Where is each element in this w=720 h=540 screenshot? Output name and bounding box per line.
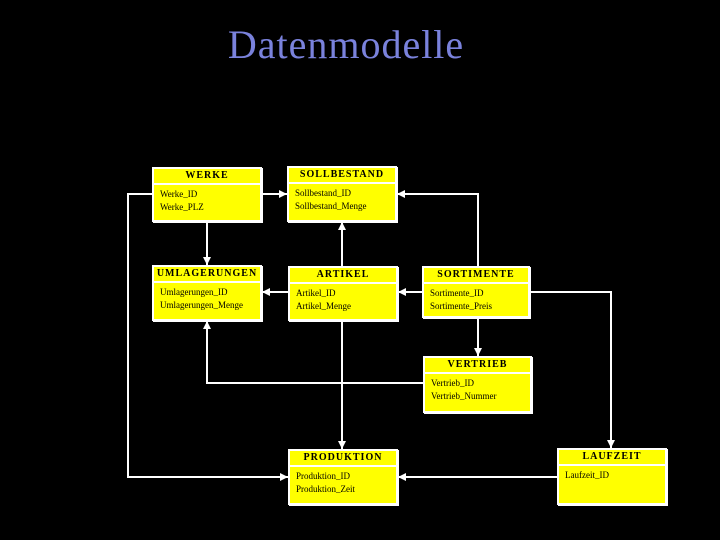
entity-body: Werke_ID Werke_PLZ bbox=[154, 185, 260, 220]
connection-sortimente-vertrieb bbox=[474, 318, 482, 356]
arrowhead-icon bbox=[203, 257, 211, 265]
entity-title: UMLAGERUNGEN bbox=[154, 267, 260, 281]
arrowhead-icon bbox=[398, 473, 406, 481]
entity-field: Sortimente_ID bbox=[430, 288, 484, 298]
entity-laufzeit: LAUFZEIT Laufzeit_ID bbox=[557, 448, 667, 505]
entity-artikel: ARTIKEL Artikel_ID Artikel_Menge bbox=[288, 266, 398, 321]
entity-field: Produktion_Zeit bbox=[296, 484, 355, 494]
connection-sortimente-artikel bbox=[398, 288, 422, 296]
arrowhead-icon bbox=[338, 222, 346, 230]
arrowhead-icon bbox=[338, 441, 346, 449]
connection-artikel-produktion bbox=[338, 321, 346, 449]
arrowhead-icon bbox=[203, 321, 211, 329]
connection-laufzeit-produktion bbox=[398, 473, 557, 481]
entity-field: Sollbestand_ID bbox=[295, 188, 351, 198]
connection-sortimente-laufzeit bbox=[530, 291, 615, 448]
entity-vertrieb: VERTRIEB Vertrieb_ID Vertrieb_Nummer bbox=[423, 356, 532, 413]
entity-field: Artikel_ID bbox=[296, 288, 336, 298]
entity-sollbestand: SOLLBESTAND Sollbestand_ID Sollbestand_Me… bbox=[287, 166, 397, 222]
entity-title: VERTRIEB bbox=[425, 358, 530, 372]
connection-werke-sollbestand bbox=[262, 190, 287, 198]
entity-field: Sollbestand_Menge bbox=[295, 201, 367, 211]
entity-field: Artikel_Menge bbox=[296, 301, 351, 311]
entity-title: SORTIMENTE bbox=[424, 268, 528, 282]
entity-body: Artikel_ID Artikel_Menge bbox=[290, 284, 396, 319]
arrowhead-icon bbox=[474, 348, 482, 356]
entity-body: Sollbestand_ID Sollbestand_Menge bbox=[289, 184, 395, 220]
entity-field: Sortimente_Preis bbox=[430, 301, 492, 311]
connection-vertrieb-umlagerungen bbox=[203, 321, 423, 384]
entity-field: Vertrieb_ID bbox=[431, 378, 474, 388]
entity-title: WERKE bbox=[154, 169, 260, 183]
entity-field: Vertrieb_Nummer bbox=[431, 391, 497, 401]
connection-artikel-sollbestand bbox=[338, 222, 346, 266]
arrowhead-icon bbox=[397, 190, 405, 198]
arrowhead-icon bbox=[280, 473, 288, 481]
connection-werke-produktion bbox=[127, 193, 288, 481]
connection-sortimente-sollbestand bbox=[397, 190, 479, 266]
slide-title: Datenmodelle bbox=[227, 22, 465, 67]
entity-werke: WERKE Werke_ID Werke_PLZ bbox=[152, 167, 262, 222]
entity-title: SOLLBESTAND bbox=[289, 168, 395, 182]
arrowhead-icon bbox=[607, 440, 615, 448]
entity-title: PRODUKTION bbox=[290, 451, 396, 465]
entity-body: Laufzeit_ID bbox=[559, 466, 665, 503]
entity-field: Laufzeit_ID bbox=[565, 470, 609, 480]
entity-sortimente: SORTIMENTE Sortimente_ID Sortimente_Preis bbox=[422, 266, 530, 318]
entity-body: Umlagerungen_ID Umlagerungen_Menge bbox=[154, 283, 260, 319]
entity-field: Umlagerungen_Menge bbox=[160, 300, 243, 310]
arrowhead-icon bbox=[398, 288, 406, 296]
entity-title: LAUFZEIT bbox=[559, 450, 665, 464]
entity-body: Produktion_ID Produktion_Zeit bbox=[290, 467, 396, 503]
arrowhead-icon bbox=[279, 190, 287, 198]
entity-field: Produktion_ID bbox=[296, 471, 350, 481]
entity-body: Sortimente_ID Sortimente_Preis bbox=[424, 284, 528, 316]
entity-title: ARTIKEL bbox=[290, 268, 396, 282]
entity-field: Umlagerungen_ID bbox=[160, 287, 228, 297]
connection-artikel-umlagerungen bbox=[262, 288, 288, 296]
arrowhead-icon bbox=[262, 288, 270, 296]
entity-produktion: PRODUKTION Produktion_ID Produktion_Zeit bbox=[288, 449, 398, 505]
entity-field: Werke_ID bbox=[160, 189, 198, 199]
entity-body: Vertrieb_ID Vertrieb_Nummer bbox=[425, 374, 530, 411]
entity-field: Werke_PLZ bbox=[160, 202, 204, 212]
connection-werke-umlagerungen bbox=[203, 222, 211, 265]
